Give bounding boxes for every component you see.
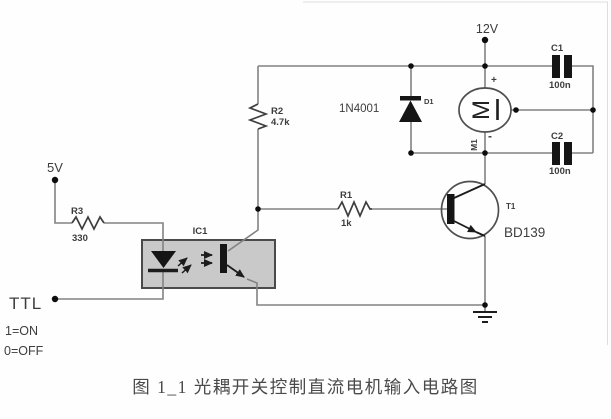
resistor-r3-name: R3	[71, 206, 83, 217]
light-arrows	[177, 257, 192, 274]
capacitor-c1-value: 100n	[549, 80, 571, 91]
junction-dots	[51, 36, 596, 308]
capacitor-c1-name: C1	[551, 43, 564, 54]
capacitor-c2: C2 100n	[549, 131, 572, 177]
terminal-dot-5v	[51, 176, 59, 184]
motor-m1: M + - M1	[458, 75, 512, 151]
diode-d1-name: D1	[424, 97, 434, 106]
optocoupler-ic1-name: IC1	[193, 226, 209, 237]
motor-name: M1	[469, 139, 479, 151]
resistor-r1-value: 1k	[341, 218, 352, 229]
schematic-canvas: R2 4.7k R1 1k R3 330 1N4001 D1 C1 100n C…	[4, 1, 608, 358]
terminal-dot-ttl	[51, 295, 59, 303]
resistor-r1: R1 1k	[337, 190, 372, 229]
supply-12v-label: 12V	[476, 22, 499, 36]
capacitor-c1: C1 100n	[549, 43, 572, 91]
resistor-r2-value: 4.7k	[271, 117, 290, 128]
ground-symbol	[473, 311, 497, 323]
led-symbol	[148, 251, 178, 273]
figure-caption: 图 1_1 光耦开关控制直流电机输入电路图	[132, 377, 479, 397]
transistor-t1: T1 BD139	[440, 180, 545, 240]
motor-minus-sign: -	[488, 129, 492, 143]
photo-arrows	[201, 251, 213, 267]
resistor-r2-name: R2	[271, 106, 283, 117]
resistor-r3: R3 330	[71, 206, 105, 244]
phototransistor-symbol	[220, 244, 245, 278]
wires	[54, 40, 594, 311]
logic-off-label: 0=OFF	[4, 344, 44, 358]
scan-border-artifact	[303, 1, 608, 345]
resistor-r2: R2 4.7k	[247, 103, 290, 130]
resistor-r3-value: 330	[72, 233, 88, 244]
logic-on-label: 1=ON	[5, 324, 38, 338]
motor-plus-sign: +	[491, 75, 497, 86]
diode-d1-part: 1N4001	[339, 103, 379, 115]
supply-5v-label: 5V	[47, 160, 63, 175]
diode-d1: 1N4001 D1	[339, 96, 434, 122]
transistor-t1-name: T1	[506, 202, 516, 211]
motor-symbol: M	[468, 100, 495, 120]
optocoupler-internals: IC1	[148, 226, 245, 278]
capacitor-c2-name: C2	[551, 131, 563, 142]
ttl-input-label: TTL	[9, 294, 42, 313]
transistor-t1-part: BD139	[504, 225, 545, 240]
terminal-dot-12v	[481, 36, 489, 44]
capacitor-c2-value: 100n	[549, 166, 571, 177]
resistor-r1-name: R1	[340, 190, 353, 201]
